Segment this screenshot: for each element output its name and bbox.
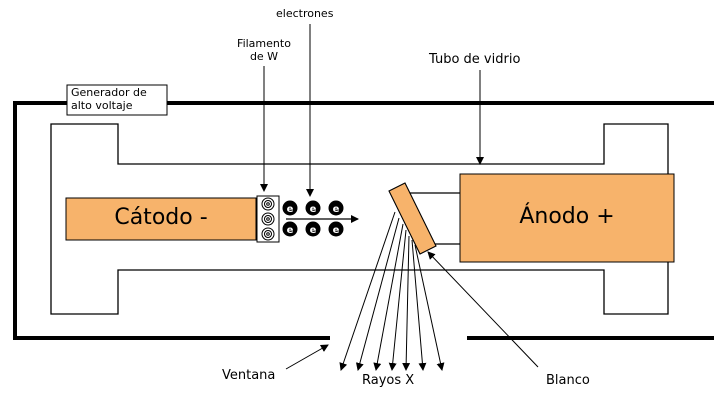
electron-particles: e e e e e e [282, 200, 344, 237]
generator-label-box [66, 84, 168, 116]
glass-tube-outline [50, 123, 669, 315]
electron [282, 200, 298, 216]
xray-beam [355, 217, 400, 371]
electron-symbol: e [310, 204, 317, 215]
electrons-label: electrones [276, 7, 334, 20]
cathode-label: Cátodo - [114, 205, 208, 230]
outer-housing [13, 101, 714, 340]
xray-beam [402, 235, 411, 371]
electron [305, 200, 321, 216]
target-leader [427, 251, 539, 368]
electron-symbol: e [310, 225, 317, 236]
leader-arrows [260, 24, 539, 370]
xray-beam [411, 239, 427, 371]
filament-coils [256, 195, 280, 243]
window-leader [285, 344, 329, 370]
cathode-block [65, 197, 257, 241]
xray-beam [388, 229, 407, 371]
electron-symbol: e [333, 204, 340, 215]
electron-symbol: e [333, 225, 340, 236]
filament-label: Filamento de W [237, 37, 291, 63]
electron [328, 200, 344, 216]
generator-label: Generador de alto voltaje [71, 86, 147, 112]
electron-symbol: e [287, 204, 294, 215]
xray-beam [414, 244, 445, 371]
xrays-label: Rayos X [362, 373, 415, 388]
glass-tube-label: Tubo de vidrio [429, 52, 521, 67]
xray-beam [339, 211, 396, 371]
target-label: Blanco [546, 373, 590, 388]
electron [305, 221, 321, 237]
xray-beam [373, 223, 404, 371]
window-label: Ventana [222, 368, 276, 383]
target-block [388, 182, 437, 255]
electron [328, 221, 344, 237]
electron-symbol: e [287, 225, 294, 236]
anode-label: Ánodo + [519, 204, 615, 229]
anode-block [459, 173, 675, 263]
xray-beams [339, 211, 445, 371]
electron [282, 221, 298, 237]
